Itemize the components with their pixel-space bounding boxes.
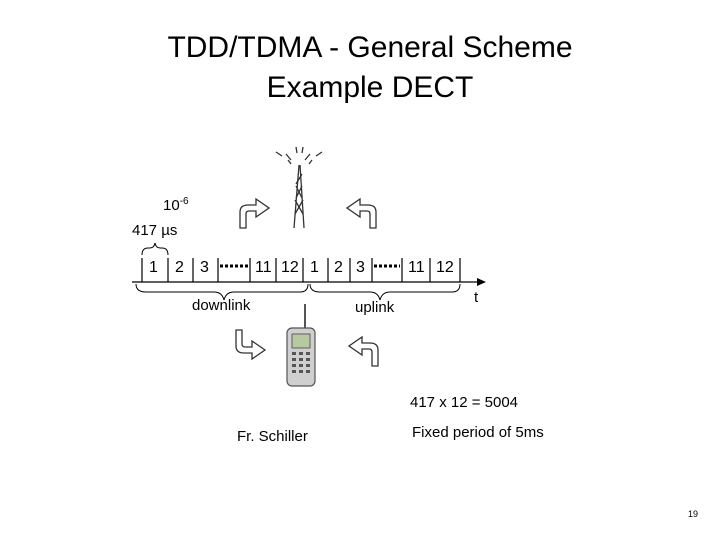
- slot-number: 12: [281, 259, 299, 276]
- antenna-tower-icon: [275, 146, 323, 229]
- period-note: Fixed period of 5ms: [412, 424, 544, 441]
- curved-arrows: [235, 197, 379, 367]
- title-line-2: Example DECT: [266, 71, 474, 104]
- curved-arrow-icon: [239, 197, 271, 229]
- time-unit-label: 10-6: [163, 196, 189, 214]
- uplink-brace: [309, 283, 461, 301]
- time-axis: [132, 278, 486, 286]
- slot-number: 1: [310, 259, 319, 276]
- slot-number: 2: [334, 259, 343, 276]
- slot-number: 12: [436, 259, 454, 276]
- page-number: 19: [688, 509, 699, 519]
- slot-number: 11: [255, 259, 272, 276]
- slot-number: 1: [149, 259, 158, 276]
- uplink-label: uplink: [355, 299, 395, 316]
- downlink-label: downlink: [192, 297, 251, 314]
- slot-number: 3: [200, 259, 209, 276]
- mobile-phone-icon: [286, 304, 316, 387]
- calculation-note: 417 x 12 = 5004: [410, 394, 519, 411]
- time-axis-label: t: [474, 289, 479, 306]
- slot-bracket: [141, 242, 169, 256]
- slot-duration-label: 417 µs: [132, 222, 178, 239]
- slide-title: TDD/TDMA - General Scheme Example DECT: [0, 28, 720, 108]
- slot-dividers: [141, 258, 461, 282]
- curved-arrow-icon: [347, 335, 379, 367]
- title-line-1: TDD/TDMA - General Scheme: [167, 31, 573, 64]
- slot-number: 11: [408, 259, 425, 276]
- author-label: Fr. Schiller: [237, 428, 308, 445]
- curved-arrow-icon: [235, 329, 267, 361]
- curved-arrow-icon: [345, 197, 377, 229]
- downlink-brace: [135, 283, 309, 301]
- slot-number: 2: [175, 259, 184, 276]
- slot-number: 3: [356, 259, 365, 276]
